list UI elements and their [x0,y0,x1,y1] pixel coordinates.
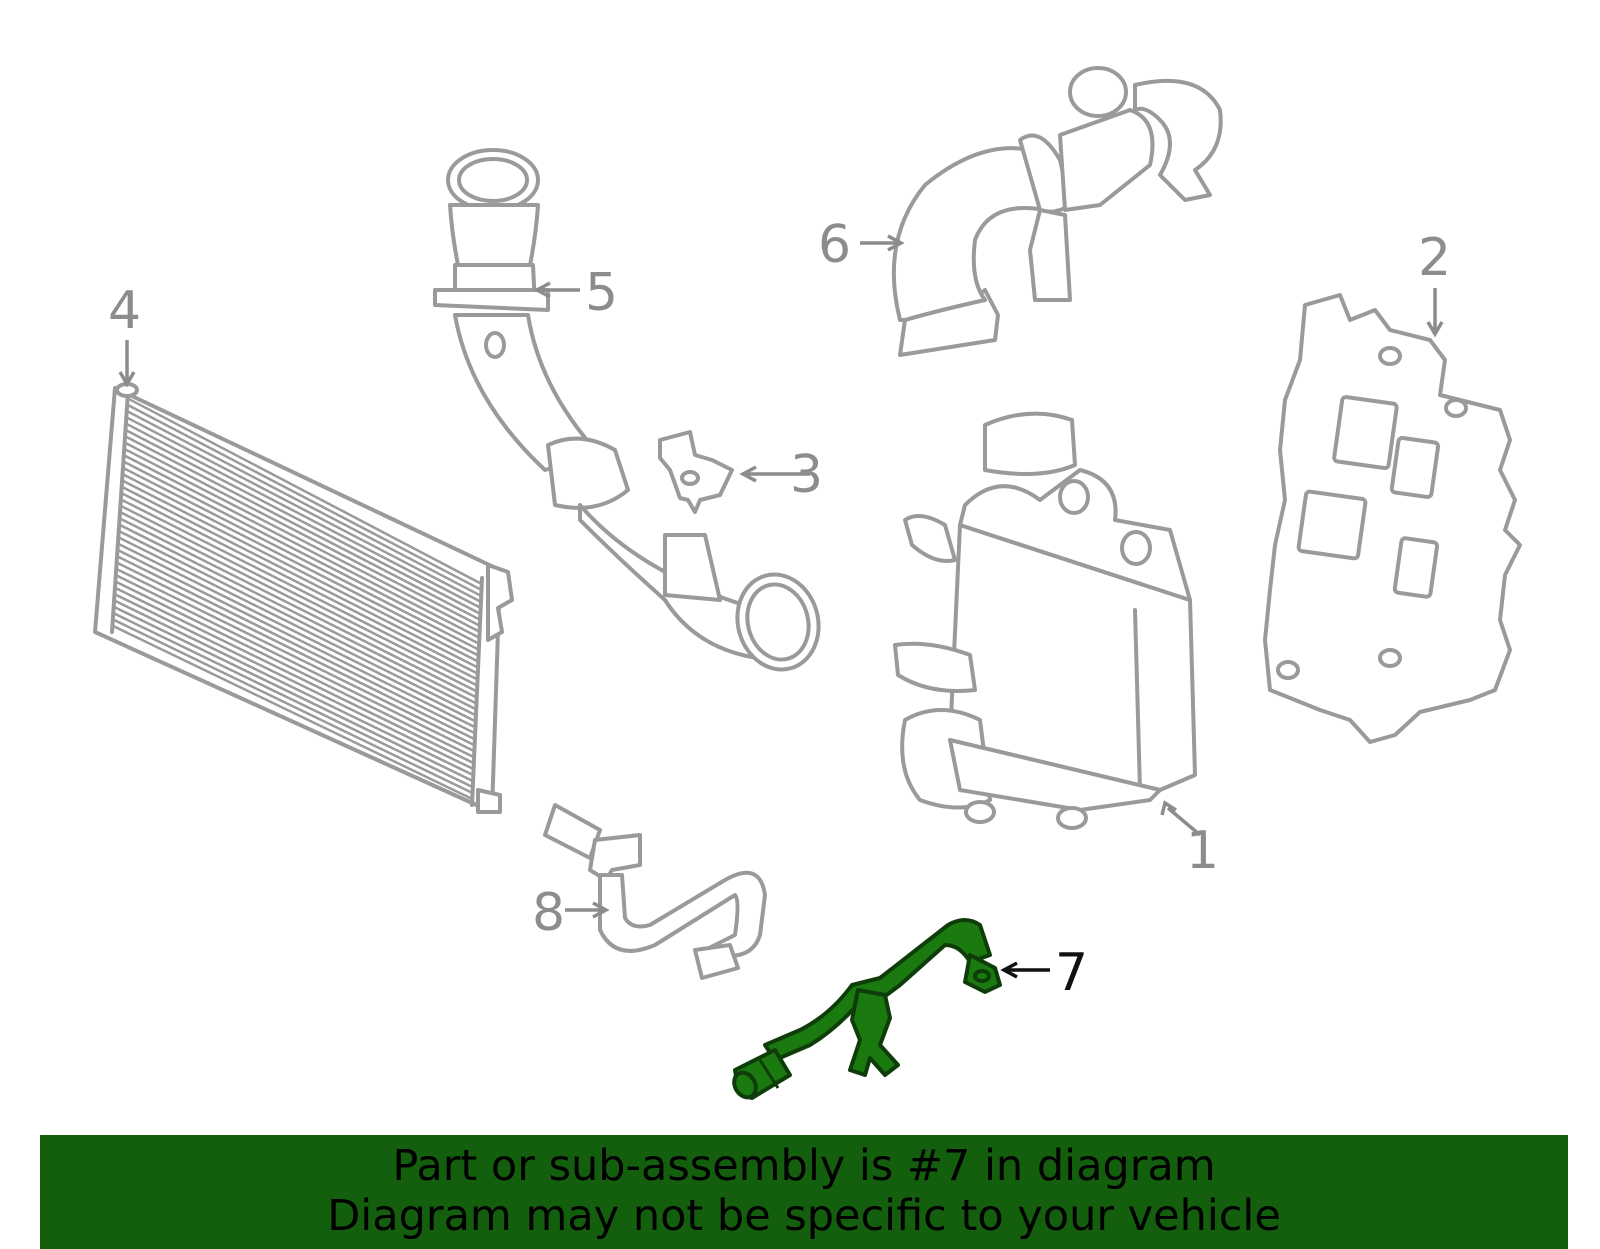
info-banner: Part or sub-assembly is #7 in diagram Di… [40,1135,1568,1249]
radiator-fin [112,611,475,789]
radiator-fin [116,548,477,729]
radiator-fin [122,453,481,639]
part-1-intercooler[interactable] [893,411,1197,830]
radiator-fin [115,561,477,741]
callout-1: 1 [1186,821,1219,881]
part-2-cover-plate[interactable] [1263,293,1522,744]
radiator-fin [114,573,476,753]
callout-2: 2 [1418,228,1451,288]
radiator-fin [124,422,482,610]
part-6-inlet-pipe[interactable] [891,66,1223,357]
radiator-fin [120,479,480,663]
part-5-charge-pipe[interactable] [433,148,829,679]
radiator-fin [118,510,479,693]
radiator-fin [115,554,477,735]
callout-6: 6 [818,215,851,275]
callout-3: 3 [790,445,823,505]
radiator-fin [117,523,478,705]
radiator-fin [123,434,482,622]
radiator-fin [111,618,474,795]
part-8-hose[interactable] [543,803,767,980]
radiator-fin [125,416,483,604]
radiator-fin [113,586,476,765]
radiator-fin [119,504,479,687]
radiator-fin [124,428,482,616]
callout-arrows [118,234,1444,979]
part-7-coolant-line[interactable] [730,918,1002,1101]
radiator-fin [121,472,480,657]
radiator-fin [112,605,475,783]
radiator-fin [125,403,483,592]
radiator-fin [117,536,478,717]
radiator-fin [125,409,483,598]
radiator-fin [116,542,477,723]
banner-line-disclaimer: Diagram may not be specific to your vehi… [327,1191,1281,1241]
radiator-fin [114,567,476,747]
callout-4: 4 [108,281,141,341]
radiator-fin [113,592,475,771]
radiator-fin [123,441,482,628]
part-4-radiator[interactable] [93,382,514,814]
radiator-fin [120,491,480,675]
radiator-fin [114,580,476,759]
radiator-fin [126,397,483,586]
radiator-fin [122,447,481,634]
radiator-fin [111,624,474,801]
callout-8: 8 [532,883,565,943]
radiator-fin [120,485,480,669]
banner-line-part: Part or sub-assembly is #7 in diagram [392,1141,1216,1191]
callout-5: 5 [585,263,618,323]
radiator-fin [112,599,475,777]
radiator-fin [117,529,478,711]
radiator-fin [121,466,481,651]
part-3-bracket[interactable] [658,430,734,514]
radiator-fin [122,460,481,645]
callout-7: 7 [1055,943,1088,1003]
radiator-fin [119,498,479,681]
radiator-fin [118,517,478,699]
